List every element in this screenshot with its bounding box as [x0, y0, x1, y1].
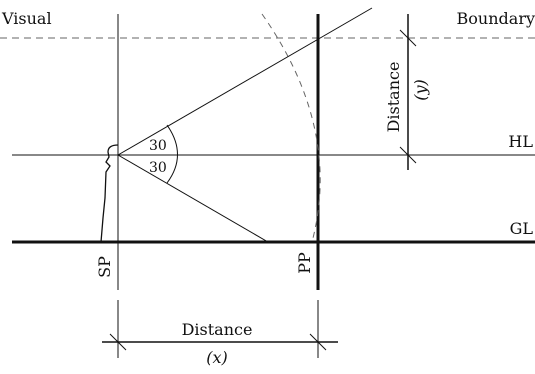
observer-figure: [100, 144, 119, 243]
y-variable-label: (y): [411, 79, 430, 101]
distance-y-tick-bottom: [399, 146, 417, 164]
distance-y-tick-top: [399, 29, 417, 47]
distance-x-tick-left: [109, 333, 127, 351]
angle-lower-label: 30: [149, 160, 167, 176]
angle-upper-label: 30: [149, 138, 167, 154]
distance-y-label: Distance: [384, 62, 403, 133]
cone-of-vision-arc: [261, 13, 321, 243]
lower-sight-ray: [117, 154, 269, 243]
gl-label: GL: [510, 219, 534, 238]
sp-label: SP: [95, 256, 114, 278]
distance-x-label: Distance: [182, 320, 253, 339]
x-variable-label: (x): [206, 348, 228, 367]
hl-label: HL: [508, 132, 533, 151]
visual-label: Visual: [1, 9, 52, 28]
distance-x-tick-right: [309, 333, 327, 351]
angle-arc: [166, 124, 178, 184]
boundary-label: Boundary: [457, 9, 535, 28]
upper-sight-ray: [117, 7, 373, 156]
pp-label: PP: [295, 252, 314, 274]
